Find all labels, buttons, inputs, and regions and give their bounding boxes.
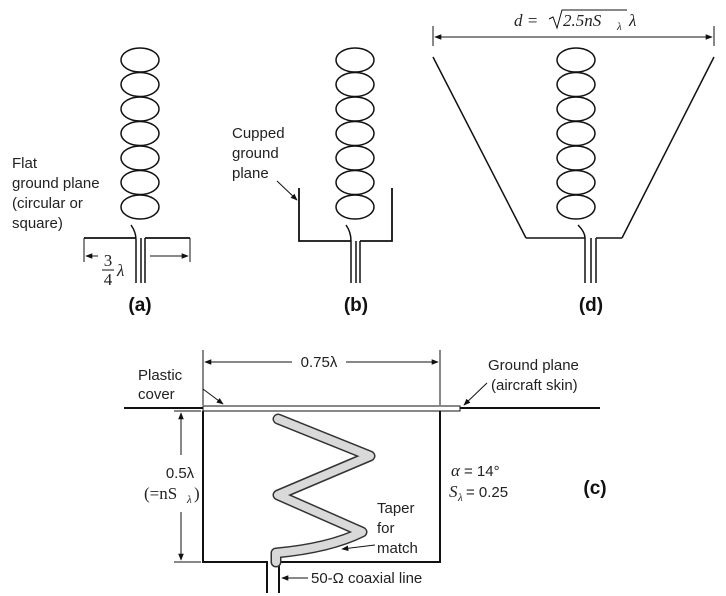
cupped-ground-plane-line-1: Cupped [232,125,285,142]
cupped-pointer [276,180,298,201]
formula-d-root-sign [548,9,627,30]
formula-d-tail: λ [628,11,636,30]
plastic-cover-line-2: cover [138,386,175,403]
s-subscript: λ [457,492,463,504]
panel-b: Cupped ground plane (b) [232,47,393,316]
dim-c-height-label: 0.5λ [166,465,195,482]
feed-wire-b [345,224,352,283]
cupped-ground-plane-line-2: ground [232,145,279,162]
coax-label: 50-Ω coaxial line [311,570,422,587]
cupped-ground-plane-left [298,188,351,242]
helix-turn [120,169,160,196]
panel-label-b: (b) [344,295,368,316]
panel-label-a: (a) [128,295,151,316]
dim-a-numerator: 3 [104,251,113,270]
taper-line-2: for [377,520,395,537]
helix-turn [335,120,375,147]
helix-turn [556,96,596,122]
helix-coil-a [120,47,160,220]
formula-d-lhs: d = [514,11,542,30]
helix-turn [556,47,596,73]
panel-a: 3 4 λ Flat ground plane (circular or squ… [12,47,191,316]
dim-a-denominator: 4 [104,270,113,289]
helix-coil-b [335,47,375,220]
helix-turn [335,71,375,98]
helix-turn [335,47,375,73]
taper-pointer [341,544,376,552]
plastic-cover [202,405,461,412]
helix-turn [120,145,160,171]
feed-wire-a [130,224,137,283]
dim-c-height-eq-sub: λ [186,494,192,506]
panel-c: 0.75λ 0.5λ (=nS λ ) Plastic cover Ground… [124,350,607,593]
helix-turn [556,145,596,171]
helix-turn [120,120,160,147]
flat-ground-plane-line-1: Flat [12,155,38,172]
cone-wall-left [432,56,527,239]
helix-turn [335,145,375,171]
taper-line-3: match [377,540,418,557]
formula-d-radicand-sub: λ [616,21,622,33]
flat-ground-plane-line-3: (circular or [12,195,83,212]
plastic-cover-line-1: Plastic [138,367,183,384]
alpha-value: = 14° [464,463,500,480]
alpha-symbol: α [451,461,461,480]
flat-ground-plane-line-2: ground plane [12,175,100,192]
dim-a-lambda: λ [116,261,124,280]
s-symbol: S [449,482,458,501]
flat-ground-plane-line-4: square) [12,215,63,232]
helix-turn [120,71,160,98]
cupped-ground-plane-right [360,188,393,242]
panel-label-d: (d) [579,295,603,316]
helix-turn [335,169,375,196]
panel-d: d = 2.5nS λ λ (d) [432,9,715,316]
panel-label-c: (c) [583,478,606,499]
helix-turn [556,120,596,147]
plastic-cover-pointer [202,388,224,405]
formula-d-mask [508,9,648,33]
cupped-ground-plane-line-3: plane [232,165,269,182]
cavity-right-wall [278,411,441,593]
dim-c-width-label: 0.75λ [301,354,338,371]
helix-turn [120,194,160,220]
cavity-left-wall [202,411,268,593]
helix-turn [556,71,596,98]
helix-turn [120,47,160,73]
formula-d-radicand: 2.5nS [563,11,602,30]
taper-line-1: Taper [377,500,415,517]
helix-turn [556,169,596,196]
cone-wall-right [621,56,715,239]
helix-turn [335,194,375,220]
helix-turn [335,96,375,122]
s-value: = 0.25 [466,484,508,501]
feed-wire-d [577,224,586,283]
ground-plane-line-2: (aircraft skin) [491,377,578,394]
ground-plane-pointer [463,382,488,406]
helix-turn [120,96,160,122]
helix-coil-d [556,47,596,220]
helix-tube-fill [272,415,374,566]
dim-c-height-eq: (=nS [144,484,177,503]
dim-c-height-eq-end: ) [194,484,200,503]
helix-turn [556,194,596,220]
ground-plane-line-1: Ground plane [488,357,579,374]
